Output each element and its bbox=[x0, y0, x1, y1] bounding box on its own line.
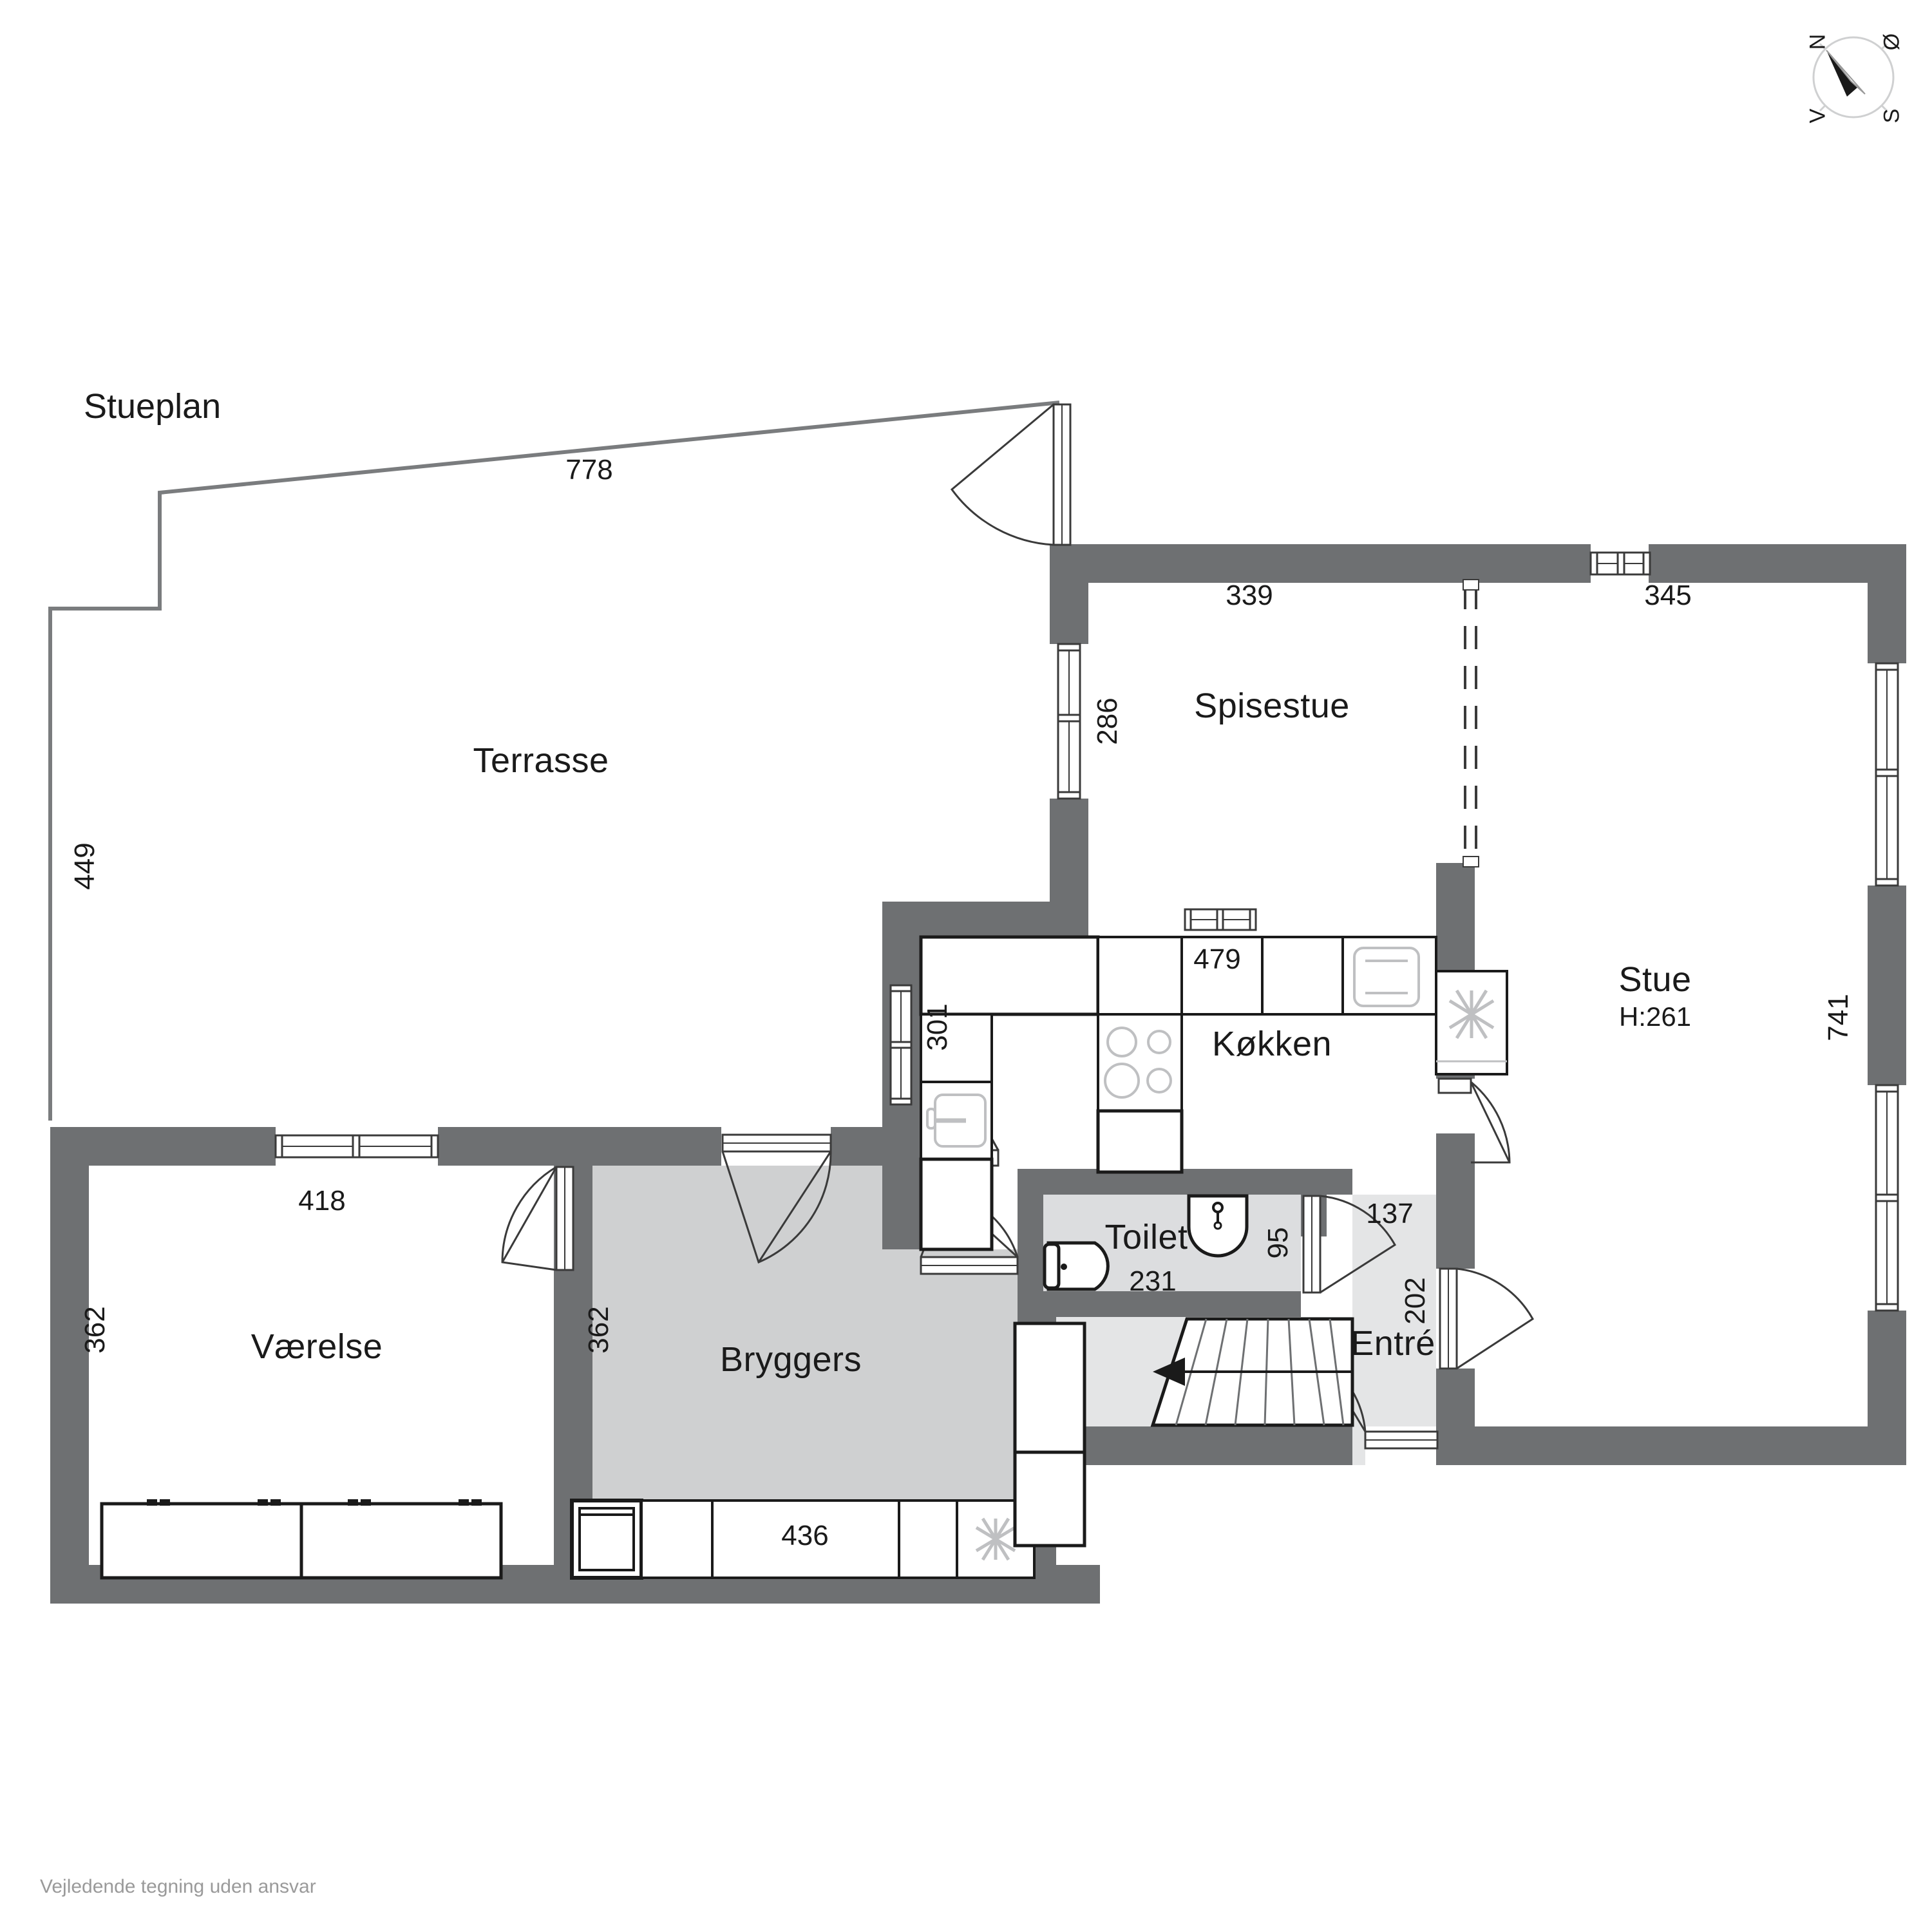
dim-spisestue-left: 286 bbox=[1092, 697, 1123, 745]
dim-bryggers-left: 362 bbox=[583, 1306, 614, 1354]
extractor-fan-icon-bryggers bbox=[975, 1517, 1016, 1561]
dim-terrasse-top: 778 bbox=[565, 454, 613, 486]
room-label-vaerelse: Værelse bbox=[251, 1327, 383, 1366]
room-label-terrasse: Terrasse bbox=[473, 741, 609, 780]
stove-hob-icon bbox=[1104, 1027, 1172, 1099]
dim-vaerelse-left: 362 bbox=[79, 1306, 111, 1354]
vaerelse-furniture bbox=[100, 1499, 503, 1580]
dim-spisestue-top: 339 bbox=[1226, 580, 1273, 611]
compass-label-west: V bbox=[1805, 108, 1830, 124]
window-stue-right-upper bbox=[1875, 662, 1899, 887]
window-spisestue-left bbox=[1057, 643, 1081, 800]
washbasin-icon bbox=[1187, 1194, 1249, 1258]
room-label-stue-height: H:261 bbox=[1618, 1001, 1692, 1032]
door-vaerelse bbox=[501, 1166, 574, 1271]
door-kokken-stue bbox=[1437, 1077, 1511, 1164]
windows bbox=[274, 551, 1899, 1312]
window-stue-right-lower bbox=[1875, 1084, 1899, 1312]
window-kokken-top bbox=[1184, 908, 1257, 931]
room-label-entre: Entré bbox=[1350, 1324, 1435, 1363]
door-terrace bbox=[950, 403, 1072, 546]
toilet-icon bbox=[1043, 1241, 1110, 1291]
dim-toilet-right: 95 bbox=[1262, 1227, 1294, 1259]
washing-machine-icon bbox=[578, 1507, 635, 1571]
extractor-fan-icon-kitchen bbox=[1435, 970, 1508, 1075]
footer-note: Vejledende tegning uden ansvar bbox=[40, 1876, 316, 1897]
dim-toilet-bottom: 231 bbox=[1129, 1265, 1177, 1297]
dim-terrasse-left: 449 bbox=[69, 842, 100, 890]
door-toilet bbox=[1302, 1195, 1397, 1294]
doors bbox=[501, 403, 1534, 1450]
dim-stue-top: 345 bbox=[1644, 580, 1692, 611]
opening-spisestue-stue bbox=[1463, 579, 1479, 867]
window-stue-top bbox=[1589, 551, 1651, 576]
staircase-icon bbox=[1150, 1317, 1354, 1427]
dim-vaerelse-top: 418 bbox=[298, 1185, 346, 1217]
window-kokken-left bbox=[889, 984, 913, 1106]
compass-label-north: N bbox=[1805, 33, 1830, 50]
terrace-outline bbox=[48, 401, 1060, 1121]
dim-bryggers-bottom: 436 bbox=[781, 1520, 829, 1551]
toilet-fixtures bbox=[1043, 1194, 1249, 1291]
dim-entre-right: 202 bbox=[1399, 1277, 1431, 1325]
bryggers-fixtures bbox=[570, 1321, 1086, 1580]
compass-rose bbox=[1812, 36, 1895, 118]
room-label-bryggers: Bryggers bbox=[719, 1340, 862, 1379]
kitchen-fixtures bbox=[919, 935, 1508, 1251]
oven-icon bbox=[1353, 947, 1420, 1007]
room-label-spisestue: Spisestue bbox=[1194, 687, 1350, 725]
dim-stue-right: 741 bbox=[1823, 994, 1854, 1041]
compass-label-east: Ø bbox=[1879, 33, 1904, 51]
sink-icon bbox=[926, 1094, 987, 1148]
door-entre-bottom bbox=[1320, 1358, 1439, 1450]
plan-title: Stueplan bbox=[84, 387, 222, 426]
dim-entre-top: 137 bbox=[1366, 1198, 1414, 1229]
room-label-toilet: Toilet bbox=[1104, 1218, 1188, 1256]
room-label-kokken: Køkken bbox=[1211, 1025, 1332, 1063]
window-vaerelse-top bbox=[274, 1134, 439, 1159]
door-entre-right bbox=[1439, 1267, 1534, 1370]
door-bryggers-top bbox=[721, 1133, 832, 1264]
dim-kokken-top: 479 bbox=[1193, 943, 1241, 975]
compass-label-south: S bbox=[1879, 108, 1904, 124]
dim-kokken-left: 301 bbox=[922, 1003, 953, 1051]
room-label-stue: Stue bbox=[1618, 960, 1692, 999]
